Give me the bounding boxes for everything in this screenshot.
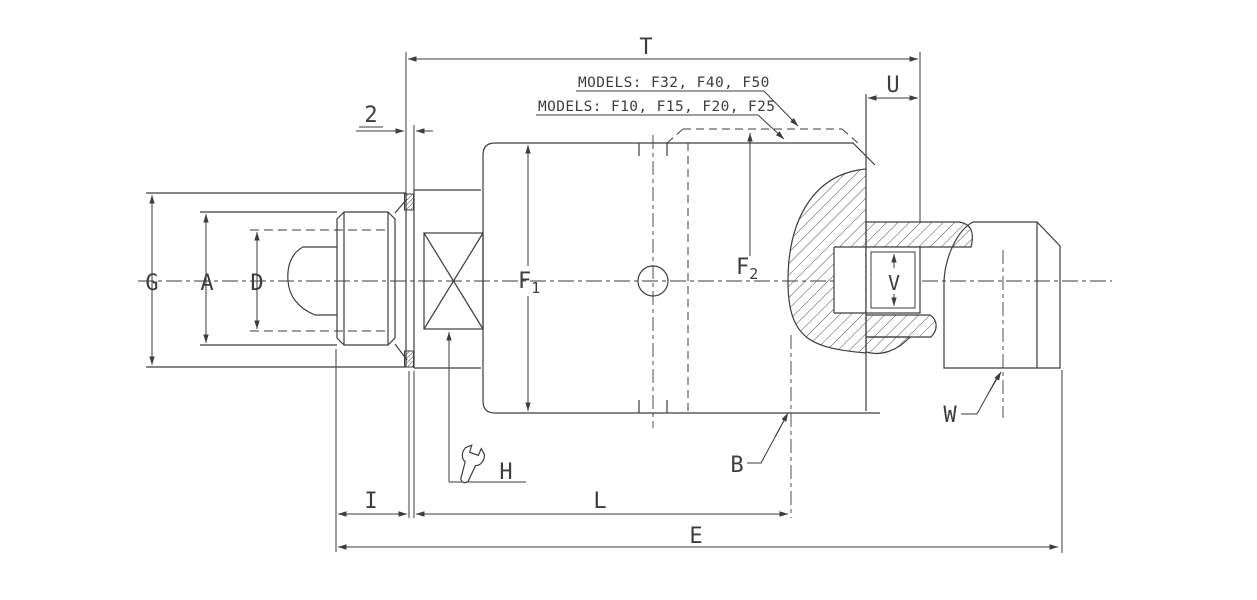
outlet-port-inner [870, 251, 916, 309]
port-circle [637, 265, 669, 297]
dim-label-f1-base: F [518, 269, 531, 294]
dim-label-u: U [886, 73, 899, 98]
dim-label-l: L [593, 489, 606, 514]
large-model-profile-dashed [666, 128, 859, 144]
dim-label-f2-base: F [736, 255, 749, 280]
diameter-dimensions [525, 132, 897, 412]
seal-gasket-bottom [404, 350, 414, 368]
w-leader [961, 373, 1000, 415]
dim-label-f2-sub: 2 [749, 265, 758, 283]
dim-label-f1-sub: 1 [531, 279, 540, 297]
bottom-dimensions [335, 349, 1063, 553]
dim-label-f1: F1 [518, 269, 540, 297]
dim-label-f2: F2 [736, 255, 758, 283]
rotor-bearing-dome [787, 94, 973, 411]
center-lines [138, 135, 1112, 518]
dim-label-g: G [145, 271, 158, 296]
dim-label-d: D [250, 271, 263, 296]
rotor-lower-boss [865, 336, 912, 355]
models-large-leader [763, 90, 799, 127]
wrench-icon [460, 444, 486, 484]
dim-label-h: H [499, 460, 512, 485]
hex-nut [336, 211, 396, 346]
models-callout-small: MODELS: F10, F15, F20, F25 [538, 99, 775, 115]
left-dimensions [149, 194, 260, 366]
dim-label-e: E [689, 524, 702, 549]
nipple-band-top [865, 221, 973, 248]
models-small-leader [757, 114, 785, 140]
dim-label-t: T [639, 35, 652, 60]
dim-label-a: A [200, 271, 213, 296]
dim-label-b: B [730, 453, 743, 478]
large-model-slant-left [666, 128, 684, 144]
labels: T U 2 G A D F1 F2 V W B H I L E MODELS: … [145, 35, 957, 549]
nipple-band-bottom [865, 314, 937, 338]
bore-cutout [834, 247, 865, 313]
dim-label-w: W [943, 403, 957, 428]
leader-lines [446, 90, 1002, 484]
b-leader-arrow [774, 412, 789, 438]
dim-label-i: I [364, 489, 377, 514]
top-dimensions [356, 52, 921, 222]
inlet-shaft-assembly [146, 189, 484, 369]
dim-label-2: 2 [364, 103, 377, 128]
models-callout-large: MODELS: F32, F40, F50 [578, 75, 770, 91]
seal-gasket-top [404, 193, 414, 211]
fitting-outline [943, 221, 1061, 369]
flats-cross-line-2 [423, 232, 484, 330]
outlet-fitting [943, 221, 1061, 369]
dim-label-v: V [888, 271, 900, 295]
large-model-slant-right [841, 128, 859, 144]
w-leader-arrow [987, 371, 1002, 395]
b-leader [747, 414, 788, 464]
housing-outline [482, 142, 880, 414]
pipe-end-profile [287, 246, 337, 316]
main-housing [482, 128, 880, 414]
